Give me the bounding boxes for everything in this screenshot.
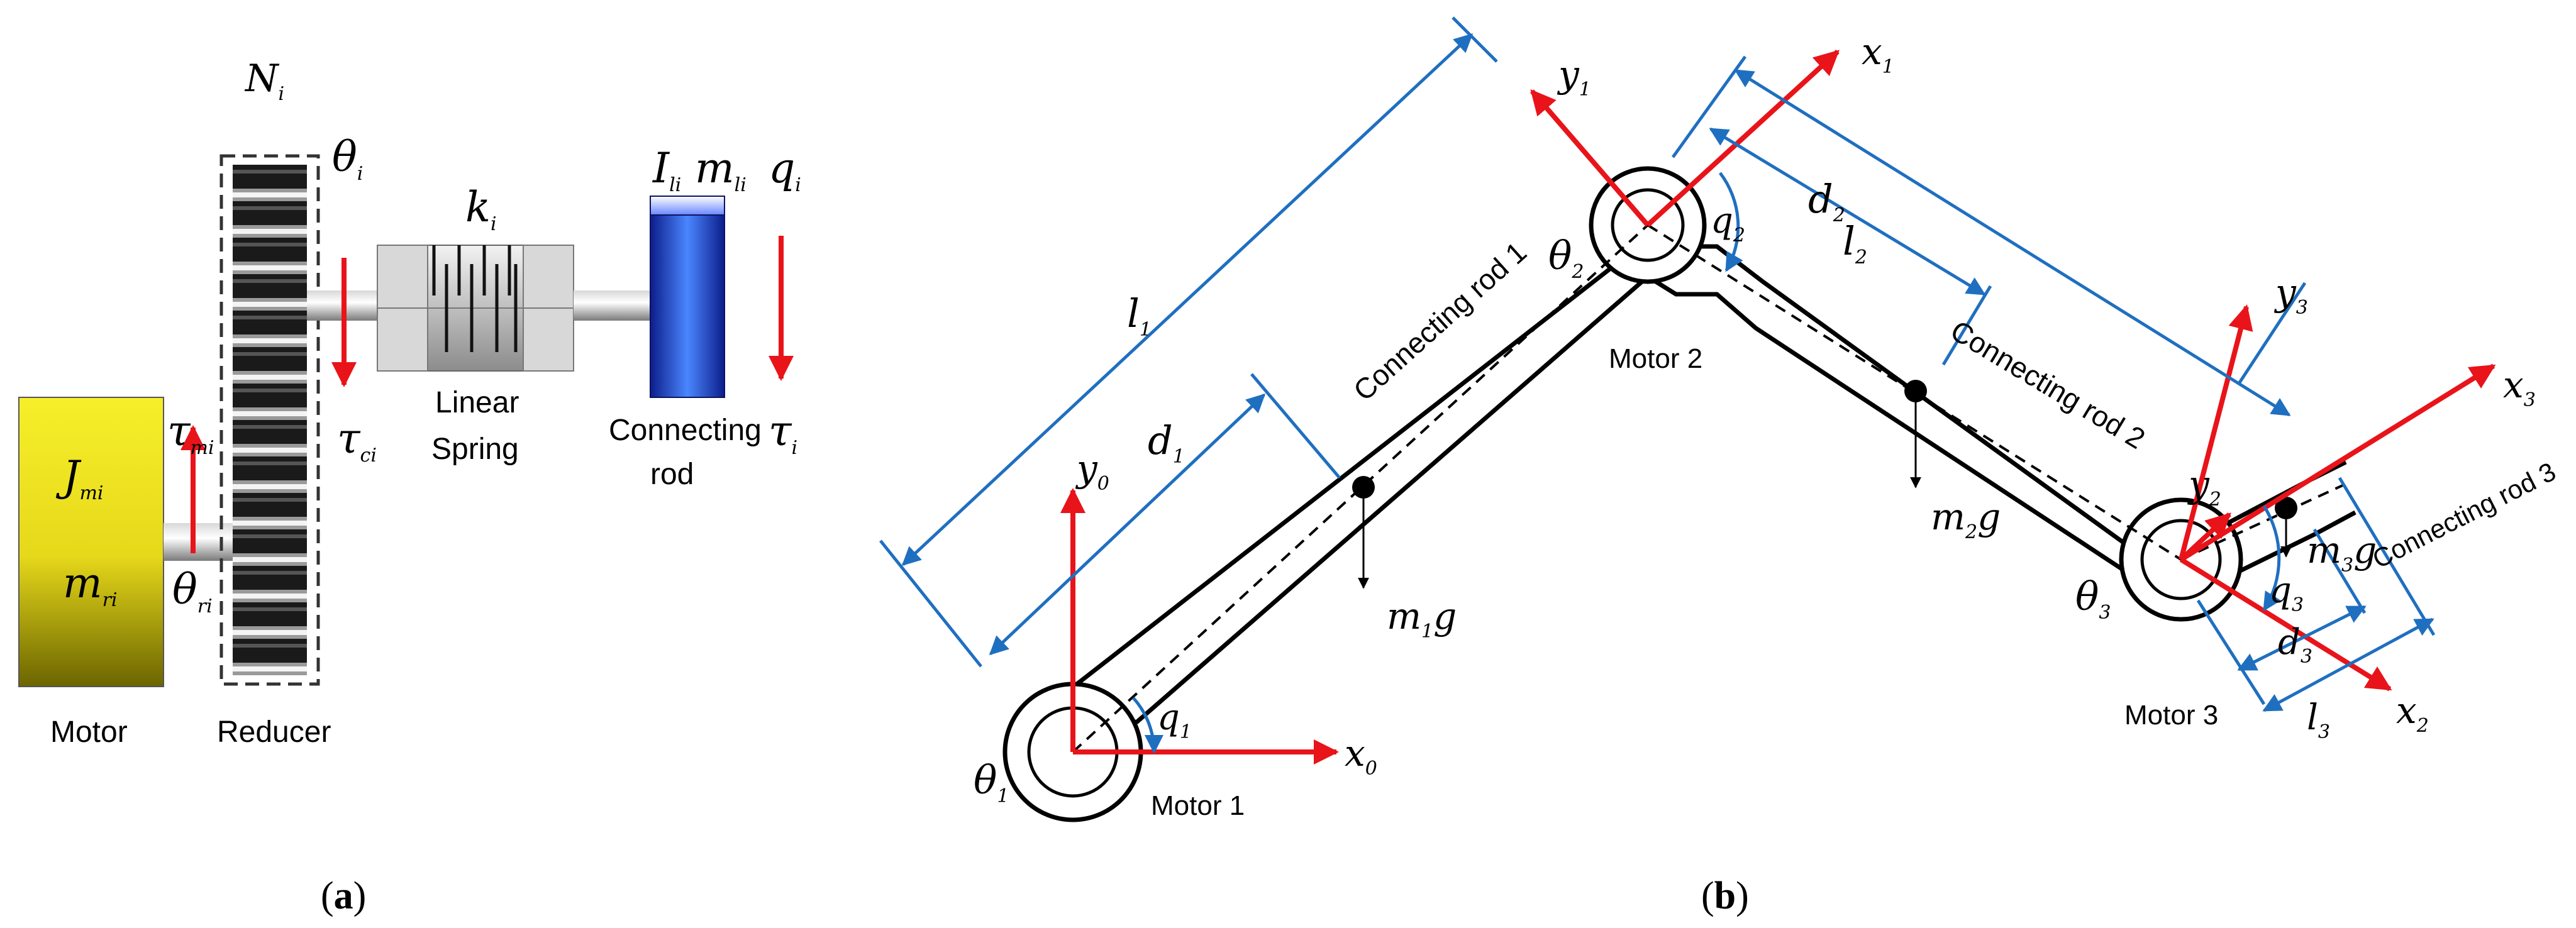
label-l3: l3 [2307, 697, 2330, 743]
label-theta-ri: θri [172, 565, 213, 617]
label-m1g: m1g [1387, 595, 1457, 643]
label-tau-ci: τci [337, 414, 377, 467]
dim-d3-ext [2312, 528, 2367, 614]
label-spring-line1: Linear [435, 386, 519, 419]
label-N: Ni [244, 57, 284, 105]
caption-b: (b) [1701, 875, 1749, 917]
dim-l1 [901, 33, 1474, 566]
label-d1: d1 [1148, 417, 1185, 468]
label-motor-2: Motor 2 [1609, 343, 1702, 374]
dim-l1-ext-start [879, 539, 982, 668]
reducer-gear-stack [233, 165, 307, 675]
connecting-rod-disc-top [650, 196, 725, 216]
label-q1: q1 [1157, 697, 1192, 743]
label-m3g: m3g [2307, 529, 2377, 577]
label-theta1: θ1 [974, 757, 1009, 807]
dim-l1-ext-end [1452, 16, 1498, 63]
label-x2: x2 [2396, 689, 2429, 737]
label-q2: q2 [1711, 201, 1745, 246]
panel-a: Ni θi ki Ili mli qi Jmi mri τmi τci τi θ… [18, 57, 801, 917]
label-y2: y2 [2187, 463, 2221, 511]
label-theta-i: θi [332, 133, 363, 185]
label-x1: x1 [1862, 30, 1894, 78]
label-q3: q3 [2269, 570, 2304, 616]
arc-q3 [2262, 505, 2282, 612]
label-rod-line1: Connecting [609, 414, 762, 447]
linear-spring [377, 245, 574, 372]
dim-l3 [2262, 617, 2434, 712]
label-k-i: ki [465, 183, 497, 235]
dim-l2-ext-start [1671, 55, 1747, 158]
label-spring-line2: Spring [431, 433, 519, 466]
label-d3: d3 [2278, 622, 2312, 668]
dim-l3-ext-start [2196, 599, 2266, 705]
label-m-ri: mri [63, 559, 118, 611]
label-theta3: θ3 [2075, 573, 2111, 624]
label-x3: x3 [2503, 363, 2536, 411]
rod1-centerline [1072, 224, 1649, 753]
label-q-i: qi [769, 144, 801, 196]
label-l1: l1 [1127, 290, 1152, 341]
label-y0: y0 [1075, 447, 1109, 495]
panel-b: l1 d1 l2 d2 d3 l3 q1 q2 q3 θ1 θ2 θ3 x0 y… [879, 16, 2560, 917]
label-m-li: mli [695, 144, 747, 196]
label-motor: Motor [50, 715, 128, 749]
label-motor-1: Motor 1 [1151, 790, 1245, 821]
label-theta2: θ2 [1548, 233, 1584, 283]
label-reducer: Reducer [217, 715, 331, 749]
label-rod-1: Connecting rod 1 [1347, 235, 1533, 407]
label-motor-3: Motor 3 [2124, 700, 2218, 731]
axis-y1 [1530, 89, 1650, 227]
label-y3: y3 [2273, 271, 2308, 319]
label-I-li: Ili [652, 144, 681, 196]
dim-d1-ext [1250, 373, 1341, 479]
dim-d1 [989, 393, 1266, 656]
label-l2: l2 [1843, 218, 1867, 268]
dim-d2 [1709, 127, 1986, 296]
reducer-box [219, 154, 320, 686]
label-d2: d2 [1808, 176, 1845, 226]
axis-x3 [2179, 363, 2496, 562]
label-y1: y1 [1557, 53, 1591, 101]
rod3-centerline [2180, 484, 2343, 561]
label-tau-i: τi [769, 407, 797, 459]
motor-block [18, 397, 164, 687]
arc-q2 [1719, 172, 1743, 272]
label-m2g: m2g [1931, 495, 2001, 543]
dim-l3-ext-end [2338, 477, 2436, 636]
caption-a: (a) [321, 875, 366, 917]
arc-q1 [1132, 697, 1163, 754]
label-rod-line2: rod [650, 458, 694, 491]
dim-l2 [1734, 69, 2291, 417]
arm-outline-upper [1036, 235, 2347, 723]
label-tau-mi: τmi [167, 407, 214, 459]
rod-shaft [574, 290, 652, 321]
label-x0: x0 [1345, 732, 1377, 780]
label-rod-3: Connecting rod 3 [2368, 456, 2560, 574]
com-3 [2275, 497, 2297, 519]
dim-d2-ext [1941, 285, 1992, 366]
connecting-rod-disc [650, 196, 725, 398]
